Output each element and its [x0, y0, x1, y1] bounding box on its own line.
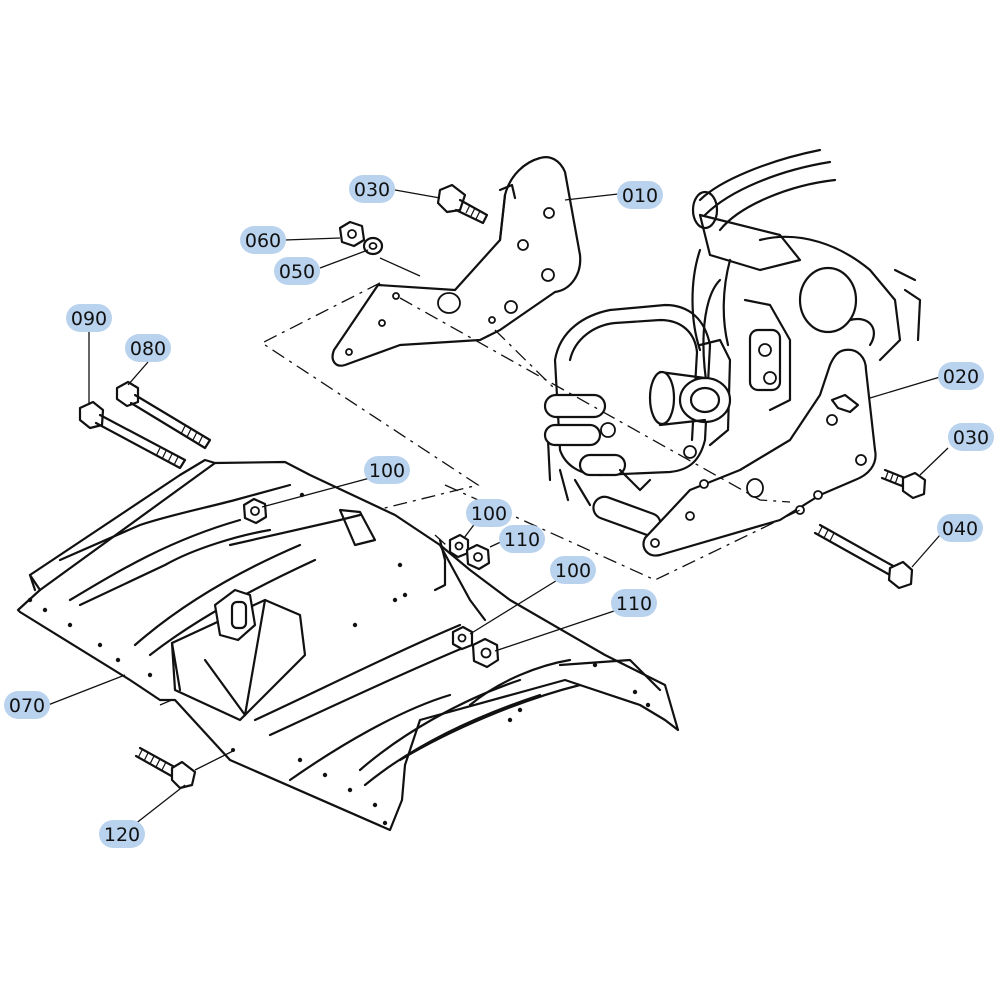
callout-label: 050 — [279, 261, 315, 283]
cover-070 — [16, 458, 680, 832]
leader-lines — [47, 189, 949, 829]
gearbox-housing — [691, 148, 922, 412]
callout-label: 120 — [104, 824, 140, 846]
callout-label: 040 — [942, 518, 978, 540]
callout-label: 110 — [504, 529, 540, 551]
callout-100-b: 100 — [466, 499, 512, 527]
nut-060 — [338, 220, 366, 248]
callout-040: 040 — [937, 514, 983, 542]
callout-030-upper: 030 — [349, 175, 395, 203]
callout-label: 030 — [953, 427, 989, 449]
washer-050 — [362, 236, 384, 256]
callout-label: 020 — [943, 366, 979, 388]
callout-label: 080 — [130, 338, 166, 360]
callout-100-a: 100 — [364, 456, 410, 484]
callout-110-b: 110 — [611, 589, 657, 617]
nut-110-b — [471, 637, 500, 669]
nut-110-a — [465, 543, 491, 571]
bracket-020 — [642, 348, 877, 557]
bolt-080 — [115, 380, 212, 450]
bolt-030-upper — [436, 183, 489, 225]
callout-label: 100 — [369, 460, 405, 482]
chain-case — [543, 248, 732, 537]
bracket-010 — [331, 156, 582, 367]
callout-label: 090 — [71, 308, 107, 330]
bolt-030-right — [880, 468, 927, 500]
callout-label: 100 — [555, 560, 591, 582]
callout-label: 060 — [245, 230, 281, 252]
callout-070: 070 — [4, 691, 50, 719]
callout-010: 010 — [617, 181, 663, 209]
bolt-040 — [813, 523, 914, 590]
callout-090: 090 — [66, 304, 112, 332]
callout-label: 070 — [9, 695, 45, 717]
callout-label: 100 — [471, 503, 507, 525]
callout-label: 110 — [616, 593, 652, 615]
nut-100-c — [451, 625, 474, 651]
bolt-090 — [78, 400, 187, 470]
callout-080: 080 — [125, 334, 171, 362]
callout-030-right: 030 — [948, 423, 994, 451]
nut-100-a — [242, 497, 268, 525]
callout-label: 010 — [622, 185, 658, 207]
callout-label: 030 — [354, 179, 390, 201]
bolt-120 — [134, 746, 236, 790]
callout-110-a: 110 — [499, 525, 545, 553]
nut-100-b — [448, 533, 470, 559]
callout-060: 060 — [240, 226, 286, 254]
callout-050: 050 — [274, 257, 320, 285]
callout-120: 120 — [99, 820, 145, 848]
callout-100-c: 100 — [550, 556, 596, 584]
callout-020: 020 — [938, 362, 984, 390]
